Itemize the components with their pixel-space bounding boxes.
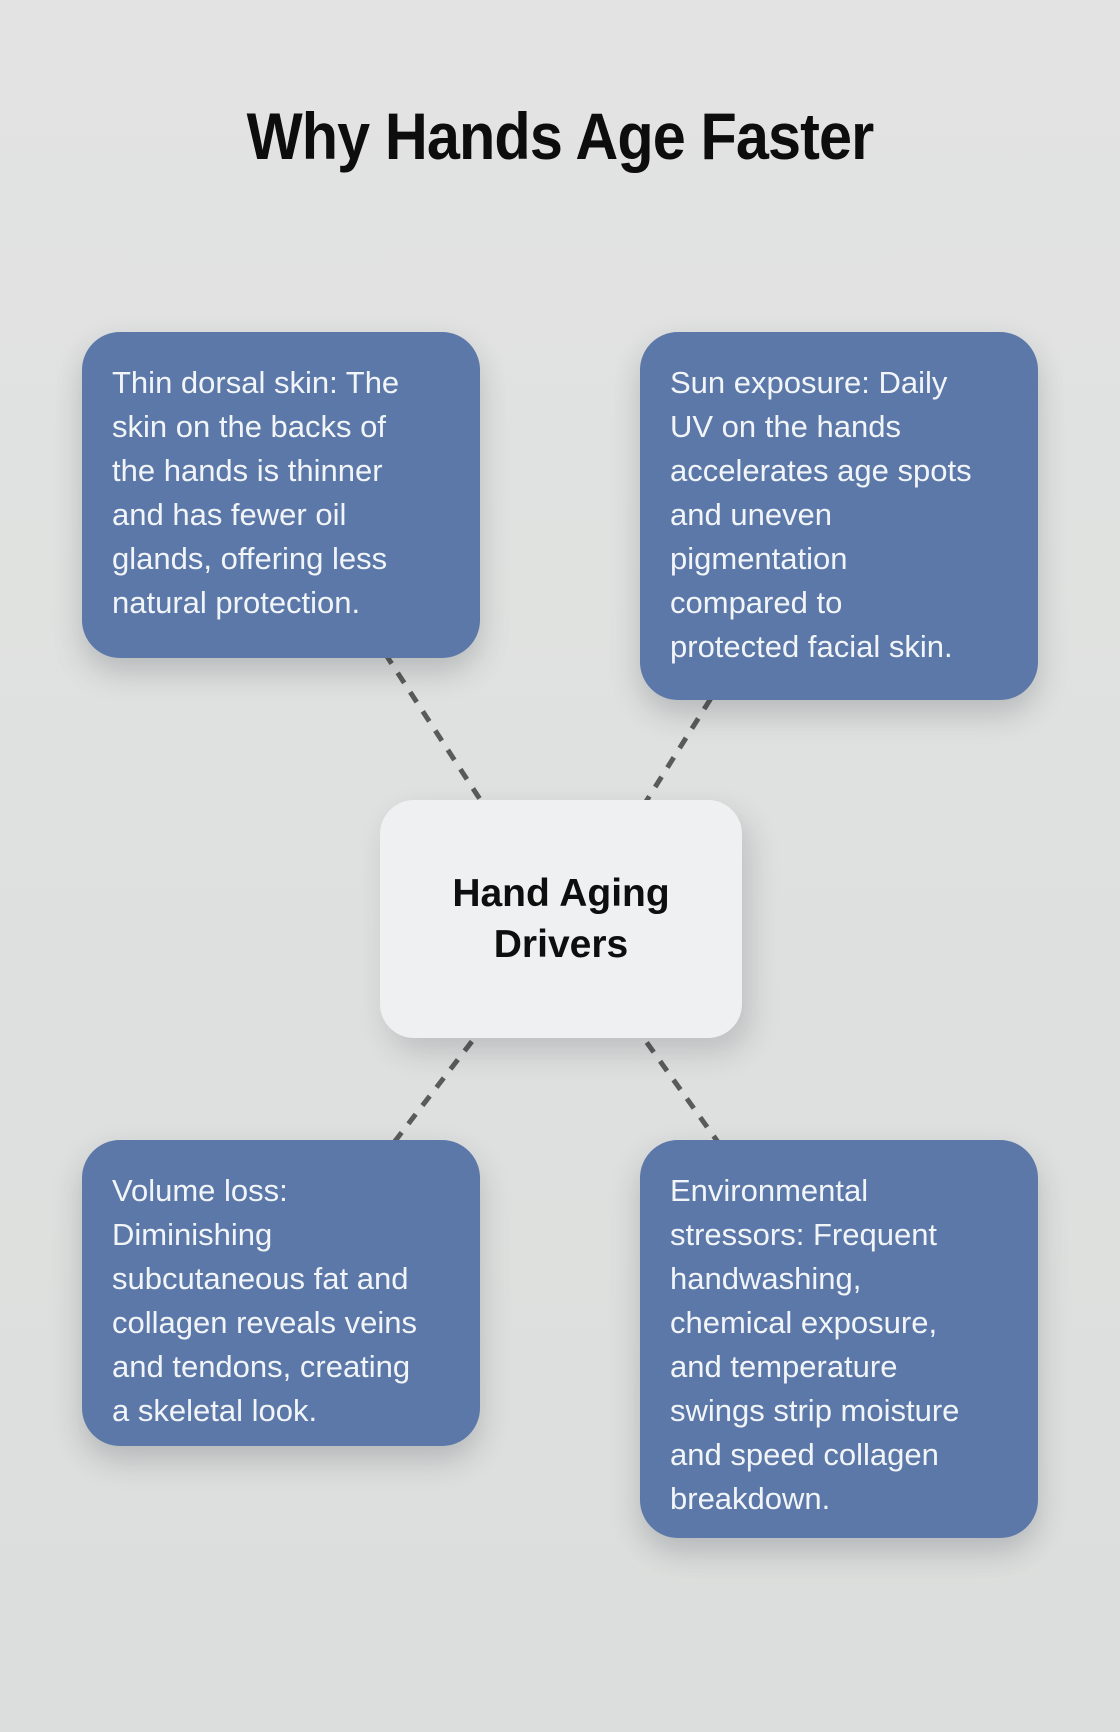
connector-top-left — [357, 613, 503, 832]
node-thin-dorsal-skin: Thin dorsal skin: The skin on the backs … — [82, 332, 480, 658]
node-volume-loss: Volume loss: Diminishing subcutaneous fa… — [82, 1140, 480, 1446]
node-hand-aging-drivers-label: Hand Aging Drivers — [452, 872, 670, 966]
node-thin-dorsal-skin-text: Thin dorsal skin: The skin on the backs … — [112, 365, 400, 620]
page-title: Why Hands Age Faster — [246, 99, 875, 173]
node-volume-loss-text: Volume loss: Diminishing subcutaneous fa… — [112, 1173, 418, 1428]
node-environmental-stressors: Environmental stressors: Frequent handwa… — [640, 1140, 1038, 1538]
node-hand-aging-drivers: Hand Aging Drivers — [380, 800, 742, 1038]
node-sun-exposure: Sun exposure: Daily UV on the hands acce… — [640, 332, 1038, 700]
node-sun-exposure-text: Sun exposure: Daily UV on the hands acce… — [670, 365, 972, 664]
node-environmental-stressors-text: Environmental stressors: Frequent handwa… — [670, 1173, 960, 1516]
